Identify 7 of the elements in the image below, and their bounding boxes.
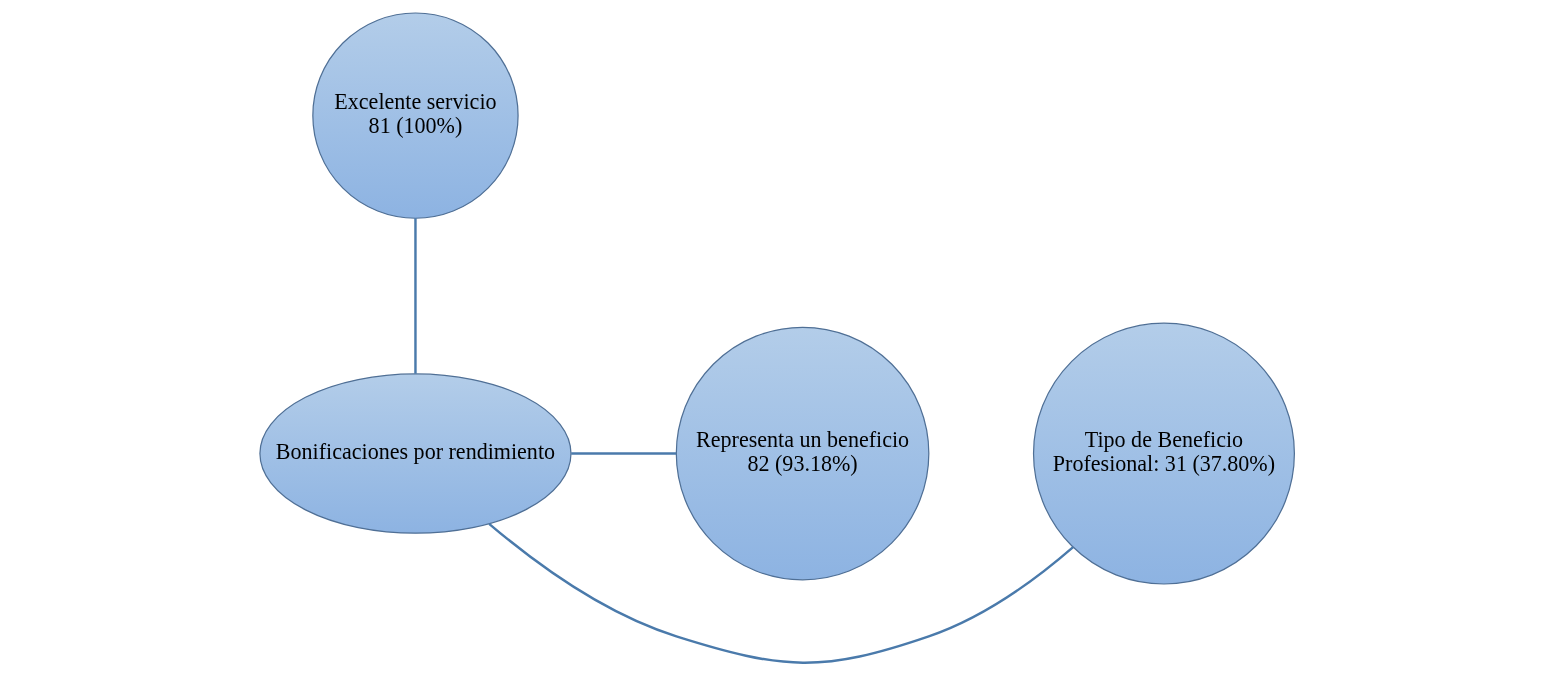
node-circle: Excelente servicio 81 (100%) bbox=[311, 12, 519, 219]
node-ellipse: Bonificaciones por rendimiento bbox=[258, 373, 572, 534]
connector bbox=[487, 522, 1074, 664]
connector bbox=[413, 218, 417, 374]
connector bbox=[570, 452, 676, 455]
node-circle: Representa un beneficio 82 (93.18%) bbox=[675, 326, 929, 581]
node-circle: Tipo de Beneficio Profesional: 31 (37.80%) bbox=[1032, 322, 1295, 585]
